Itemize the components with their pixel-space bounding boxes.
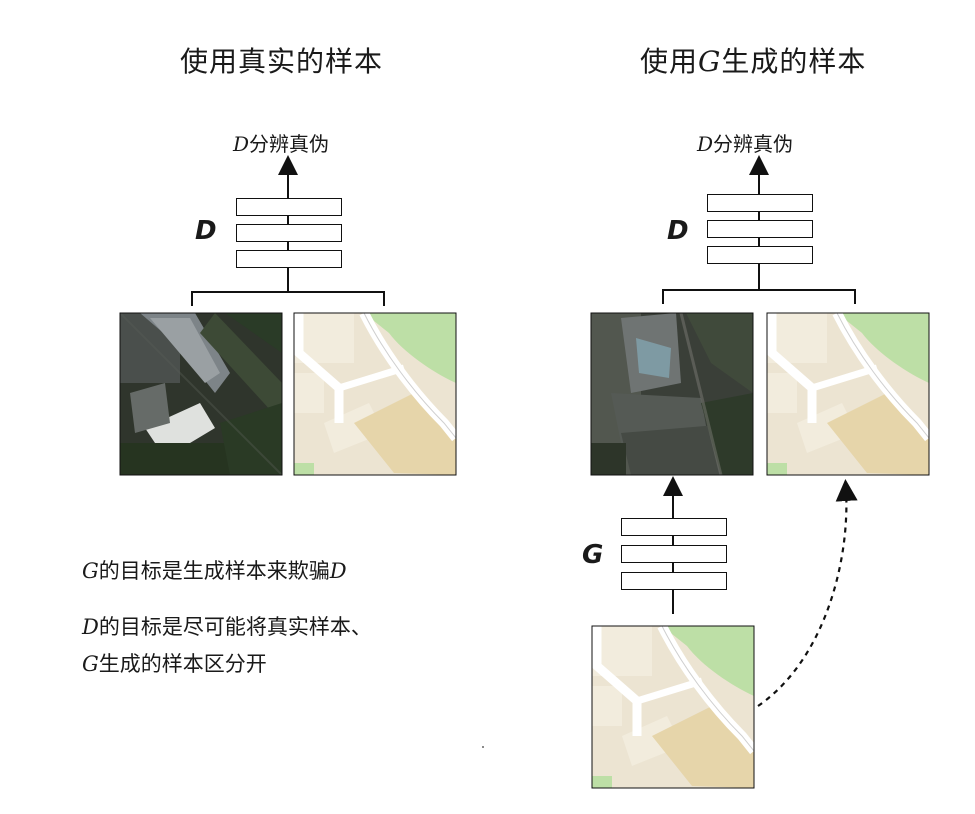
right-output-symbol: D xyxy=(697,132,714,156)
right-discriminator-layer-2 xyxy=(707,220,813,238)
left-discriminator-layer-2 xyxy=(236,224,342,242)
note-line3-prefix: G xyxy=(82,652,99,676)
right-discriminator-layer-3 xyxy=(707,246,813,264)
note-line3-text: 生成的样本区分开 xyxy=(98,652,267,676)
right-title-prefix: 使用 xyxy=(640,45,699,78)
right-bracket xyxy=(662,289,856,304)
note-generator-goal: G的目标是生成样本来欺骗D xyxy=(82,561,347,582)
generated-satellite-image xyxy=(591,312,753,476)
left-discriminator-label: D xyxy=(195,216,217,246)
right-discriminator-layer-1 xyxy=(707,194,813,212)
right-map-image xyxy=(767,313,929,475)
left-bracket xyxy=(191,291,385,306)
left-map-image xyxy=(294,313,456,475)
right-panel-title: 使用G生成的样本 xyxy=(640,40,866,80)
left-satellite-image xyxy=(119,312,283,476)
note-line1-suffix: D xyxy=(329,559,347,583)
right-title-symbol: G xyxy=(698,45,722,78)
left-output-label: D分辨真伪 xyxy=(233,128,329,157)
right-discriminator-label: D xyxy=(667,216,689,246)
input-map-image xyxy=(592,626,754,788)
note-line1-text: 的目标是生成样本来欺骗 xyxy=(98,559,330,583)
right-output-label: D分辨真伪 xyxy=(697,128,793,157)
right-title-suffix: 生成的样本 xyxy=(721,45,867,78)
note-line1-prefix: G xyxy=(82,559,99,583)
generator-layer-1 xyxy=(621,518,727,536)
left-discriminator-layer-3 xyxy=(236,250,342,268)
left-panel-title: 使用真实的样本 xyxy=(180,45,384,78)
dashed-curved-arrow xyxy=(757,479,858,707)
left-output-symbol: D xyxy=(233,132,250,156)
generator-label: G xyxy=(582,540,604,570)
generator-layer-3 xyxy=(621,572,727,590)
note-discriminator-goal: D的目标是尽可能将真实样本、 xyxy=(82,617,372,638)
note-line2-text: 的目标是尽可能将真实样本、 xyxy=(98,615,372,639)
left-discriminator-layer-1 xyxy=(236,198,342,216)
generator-layer-2 xyxy=(621,545,727,563)
right-output-text: 分辨真伪 xyxy=(713,132,794,156)
note-line2-prefix: D xyxy=(82,615,99,639)
note-discriminator-goal-cont: G生成的样本区分开 xyxy=(82,654,267,675)
left-output-text: 分辨真伪 xyxy=(249,132,330,156)
